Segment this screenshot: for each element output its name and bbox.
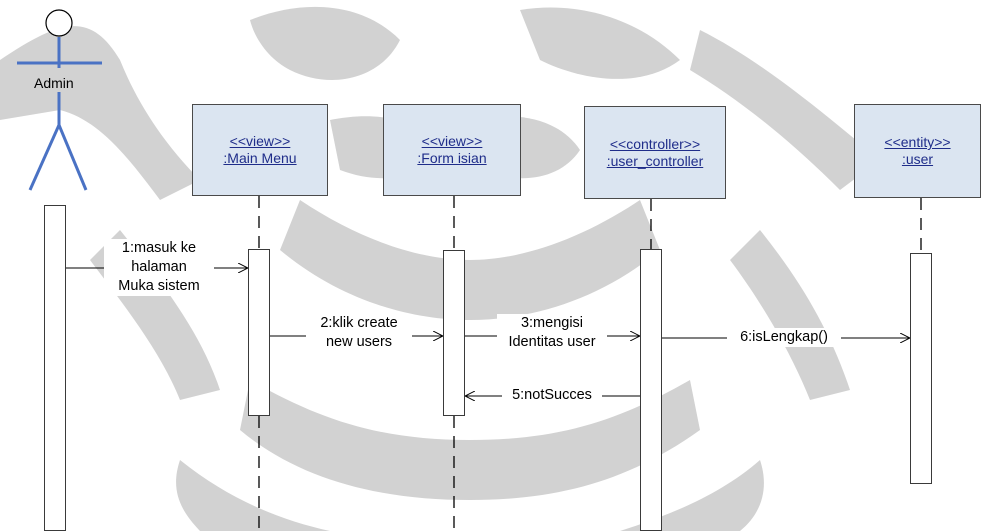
message-3-label: 3:mengisi Identitas user xyxy=(497,314,607,352)
activation-user-controller xyxy=(640,249,662,531)
lifeline-stereotype: <<view>> xyxy=(229,133,291,149)
lifeline-dashes xyxy=(258,196,922,531)
message-3-line2: Identitas user xyxy=(508,334,596,350)
lifeline-name: :user xyxy=(901,151,934,167)
lifeline-name: :Main Menu xyxy=(223,150,297,166)
message-2-line1: 2:klik create xyxy=(320,315,398,331)
activation-user xyxy=(910,253,932,484)
lifeline-stereotype: <<entity>> xyxy=(884,134,951,150)
message-5-line1: 5:notSucces xyxy=(512,387,592,403)
lifeline-name: :Form isian xyxy=(417,150,487,166)
actor-stick-figure xyxy=(17,9,102,191)
lifeline-form-isian[interactable]: <<view>> :Form isian xyxy=(383,104,521,196)
message-1-label: 1:masuk ke halaman Muka sistem xyxy=(104,239,214,296)
message-3-line1: 3:mengisi xyxy=(520,315,584,331)
lifeline-stereotype: <<controller>> xyxy=(609,135,701,152)
actor-name: Admin xyxy=(34,75,74,91)
lifeline-user[interactable]: <<entity>> :user xyxy=(854,104,981,198)
message-2-line2: new users xyxy=(325,334,393,350)
message-6-line1: 6:isLengkap() xyxy=(740,329,828,345)
lifeline-user-controller[interactable]: <<controller>> :user_controller xyxy=(584,106,726,199)
lifeline-stereotype: <<view>> xyxy=(421,133,483,149)
message-1-line1: 1:masuk ke xyxy=(121,240,197,256)
lifeline-main-menu[interactable]: <<view>> :Main Menu xyxy=(192,104,328,196)
lifeline-name: :user_controller xyxy=(606,152,704,169)
message-1-line2: halaman xyxy=(131,259,187,275)
activation-main-menu xyxy=(248,249,270,416)
activation-form-isian xyxy=(443,250,465,416)
activation-admin xyxy=(44,205,66,531)
message-1-line3: Muka sistem xyxy=(118,278,200,294)
message-2-label: 2:klik create new users xyxy=(306,314,412,352)
message-5-label: 5:notSucces xyxy=(502,386,602,405)
message-6-label: 6:isLengkap() xyxy=(727,328,841,347)
